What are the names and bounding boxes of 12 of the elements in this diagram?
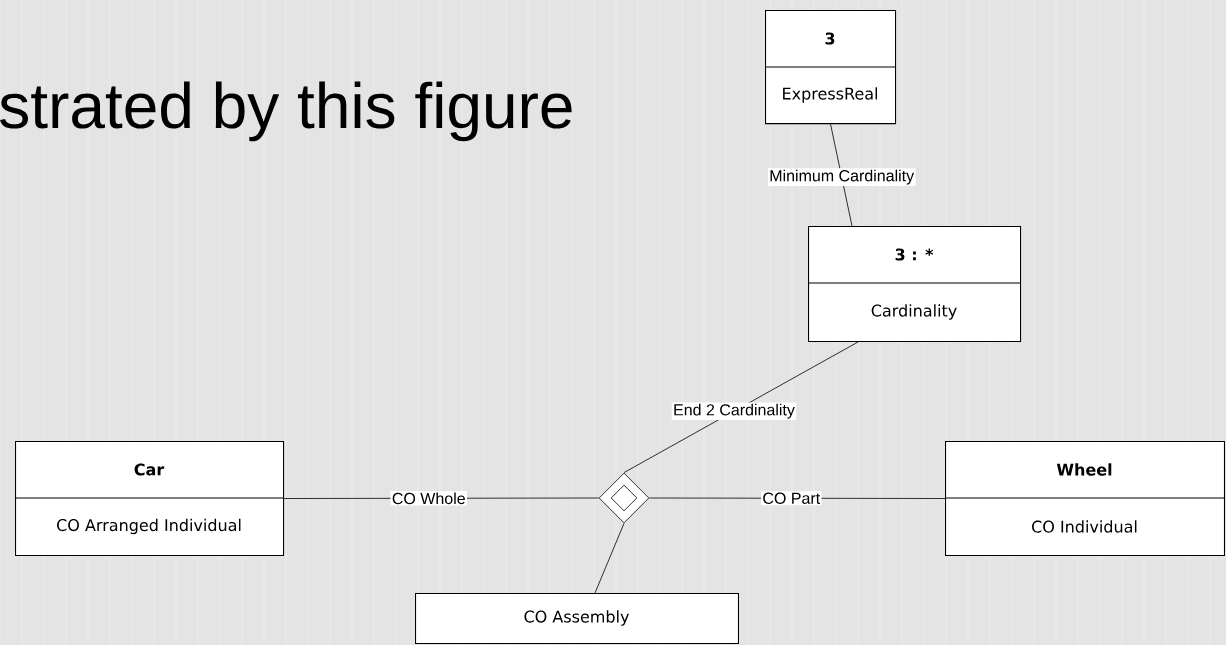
edge-label: CO Part bbox=[761, 491, 822, 506]
edge-label: End 2 Cardinality bbox=[671, 402, 797, 420]
edge-label: Minimum Cardinality bbox=[767, 168, 916, 186]
connector-line bbox=[594, 523, 625, 594]
edge-label: CO Whole bbox=[390, 491, 467, 506]
aggregation-diamond bbox=[598, 472, 650, 524]
class-box: Car CO Arranged Individual bbox=[14, 441, 285, 557]
slide-title: strated by this figure bbox=[0, 81, 572, 142]
class-box: CO Assembly bbox=[415, 593, 739, 645]
class-box: 3 : * Cardinality bbox=[807, 226, 1022, 342]
class-box: Wheel CO Individual bbox=[944, 441, 1225, 557]
class-box: 3 ExpressReal bbox=[764, 10, 897, 125]
